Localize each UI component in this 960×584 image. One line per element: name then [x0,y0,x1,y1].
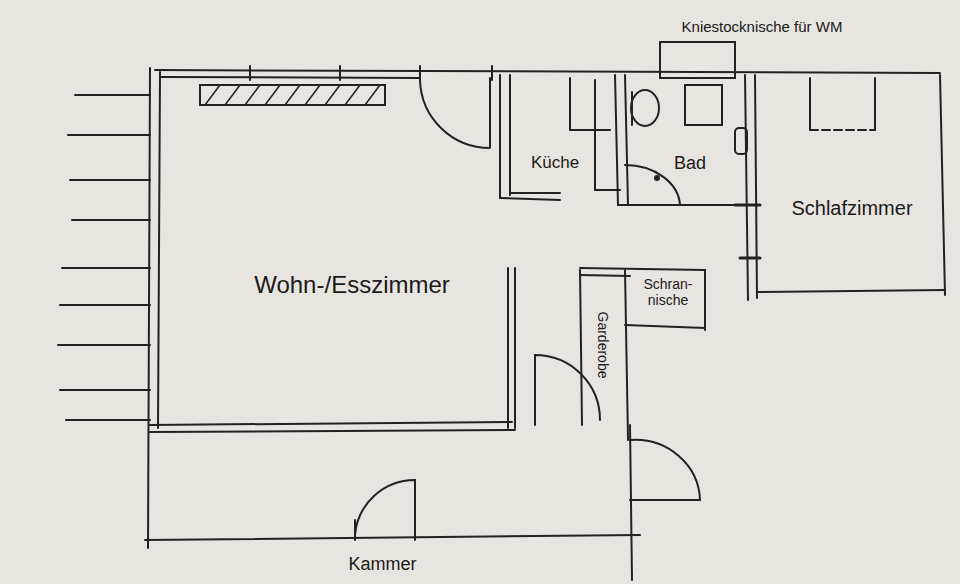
bathroom-fixtures [631,85,747,154]
wall-marks [735,205,760,258]
room-name: Garderobe [595,312,611,379]
bedroom-furniture [810,78,875,130]
door-dot [655,176,659,180]
window-marks [250,66,492,80]
knee-wall-niche [660,42,735,78]
room-name: Küche [531,153,579,173]
radiator-hatching [205,85,380,105]
room-name: Schran- nische [639,276,697,308]
room-label: Garderobe [591,308,615,383]
radiator [200,85,385,105]
walls [145,68,945,580]
room-name: Wohn-/Esszimmer [254,271,450,299]
room-label: Bad [670,149,710,178]
room-label: Küche [527,149,583,177]
room-label: Schran- nische [635,272,701,312]
stairs [58,95,150,420]
plan-note: Kniestocknische für WM [672,18,852,36]
room-label: Wohn-/Esszimmer [250,267,454,303]
room-name: Bad [674,153,706,174]
room-label: Schlafzimmer [787,193,916,224]
doors [355,78,700,540]
plan-note: Kammer [320,554,445,576]
room-name: Schlafzimmer [791,197,912,220]
